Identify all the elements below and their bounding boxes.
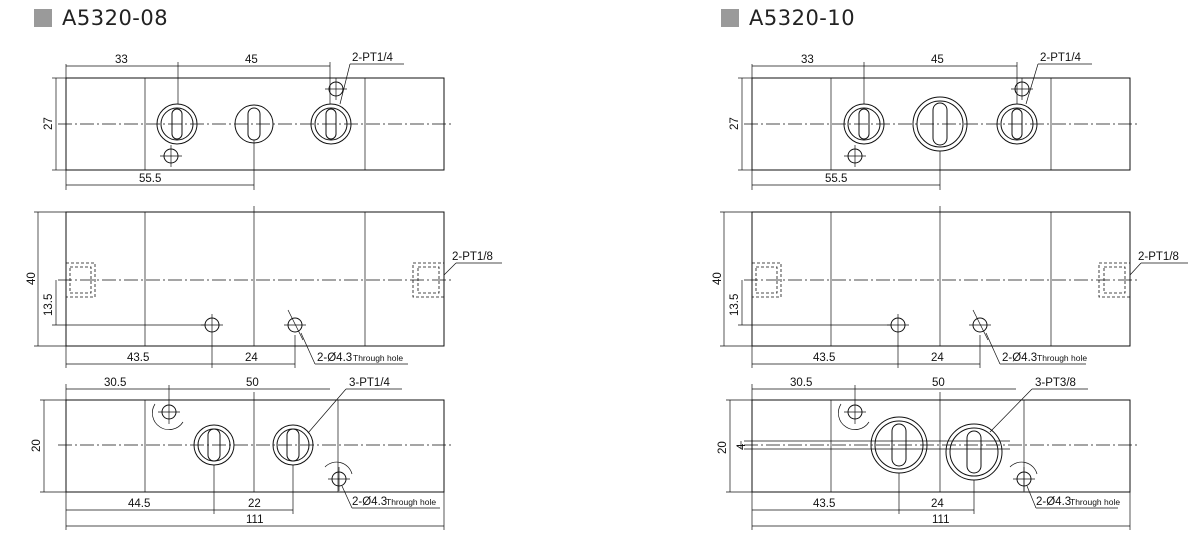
left-bottom-hole-label: 2-Ø4.3 [352, 496, 387, 508]
left-drawing-title: A5320-08 [34, 6, 168, 30]
left-bottom-dim-22: 22 [248, 498, 261, 510]
right-title-text: A5320-10 [749, 6, 856, 30]
left-top-dim-33: 33 [115, 54, 128, 66]
left-side-dim-43-5: 43.5 [127, 352, 149, 364]
right-drawing-title: A5320-10 [721, 6, 855, 30]
right-bottom-dim-30-5: 30.5 [790, 377, 812, 389]
right-side-port-label: 2-PT1/8 [1138, 251, 1179, 263]
left-side-height: 40 [26, 272, 38, 285]
right-top-dim-33: 33 [801, 54, 814, 66]
left-bottom-length: 111 [246, 514, 263, 526]
left-bottom-view: 30.5 50 3-PT1/4 20 44.5 22 111 2-Ø4.3 Th… [31, 377, 454, 530]
right-bottom-dim-24: 24 [931, 498, 944, 510]
title-marker-icon [721, 9, 739, 27]
left-bottom-height: 20 [31, 439, 43, 452]
left-bottom-dim-30-5: 30.5 [104, 377, 126, 389]
left-top-port-label: 2-PT1/4 [352, 52, 394, 64]
right-bottom-height: 20 [717, 441, 729, 454]
left-title-text: A5320-08 [62, 6, 169, 30]
right-side-dim-24: 24 [931, 352, 944, 364]
right-bottom-view: 30.5 50 3-PT3/8 20 4 43.5 24 111 2-Ø4.3 … [717, 377, 1140, 530]
left-bottom-port-label: 3-PT1/4 [349, 377, 391, 389]
right-bottom-dim-50: 50 [932, 377, 945, 389]
left-top-height: 27 [43, 117, 55, 130]
left-bottom-hole-note: Through hole [386, 497, 436, 507]
right-side-dim-43-5: 43.5 [813, 352, 835, 364]
right-bottom-dim-43-5: 43.5 [813, 498, 835, 510]
right-side-hole-note: Through hole [1037, 353, 1087, 363]
right-bottom-port-label: 3-PT3/8 [1035, 377, 1076, 389]
right-bottom-height-small: 4 [736, 443, 748, 450]
right-top-height: 27 [729, 117, 741, 130]
left-side-offset-v: 13.5 [43, 294, 55, 316]
right-top-port-label: 2-PT1/4 [1040, 52, 1082, 64]
right-bottom-hole-note: Through hole [1070, 497, 1120, 507]
left-bottom-dim-50: 50 [246, 377, 259, 389]
left-top-dim-45: 45 [245, 54, 258, 66]
right-top-offset: 55.5 [825, 173, 847, 185]
left-bottom-dim-44-5: 44.5 [128, 498, 150, 510]
right-top-view: 33 45 2-PT1/4 27 55.5 [729, 52, 1140, 190]
right-bottom-length: 111 [932, 514, 949, 526]
right-side-view: 2-PT1/8 13.5 40 43.5 24 2-Ø4.3 Through h… [712, 206, 1188, 368]
right-side-height: 40 [712, 272, 724, 285]
left-side-hole-label: 2-Ø4.3 [317, 352, 352, 364]
left-top-offset: 55.5 [139, 173, 161, 185]
right-top-dim-45: 45 [931, 54, 944, 66]
title-marker-icon [34, 9, 52, 27]
right-side-hole-label: 2-Ø4.3 [1002, 352, 1037, 364]
right-bottom-hole-label: 2-Ø4.3 [1036, 496, 1071, 508]
right-side-offset-v: 13.5 [729, 294, 741, 316]
left-side-port-label: 2-PT1/8 [452, 251, 493, 263]
left-side-view: 2-PT1/8 13.5 40 43.5 24 2-Ø4.3 Through h… [26, 206, 502, 368]
left-side-hole-note: Through hole [353, 353, 403, 363]
left-side-dim-24: 24 [245, 352, 258, 364]
left-top-view: 33 45 2-PT1/4 27 55.5 [43, 52, 454, 190]
